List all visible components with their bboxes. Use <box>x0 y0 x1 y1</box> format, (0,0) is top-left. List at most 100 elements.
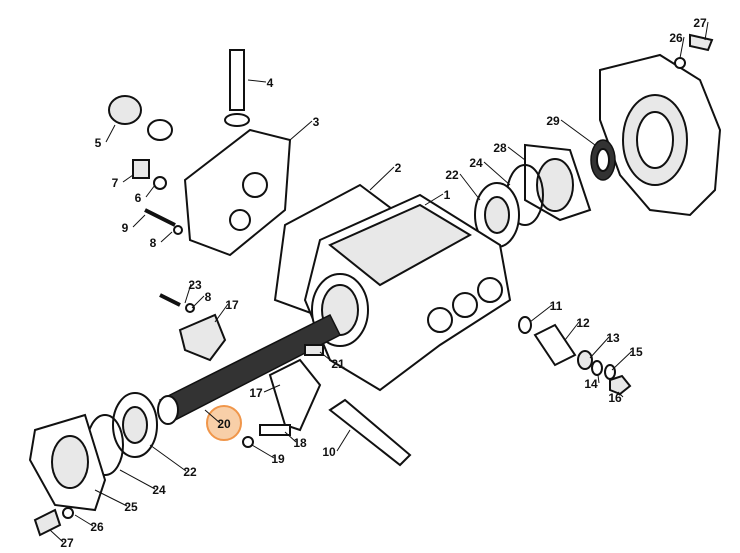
nut-16 <box>609 374 632 396</box>
leader-line <box>597 374 600 384</box>
callout-label-10: 10 <box>322 445 336 459</box>
washer-26-rear <box>674 57 686 69</box>
pin-21 <box>304 344 324 356</box>
leader-line <box>617 391 624 398</box>
callout-label-24: 24 <box>152 483 166 497</box>
leader-line <box>145 184 156 198</box>
plug-7 <box>132 159 167 190</box>
callout-label-20: 20 <box>217 417 231 431</box>
callout-label-15: 15 <box>629 345 643 359</box>
leader-line <box>184 283 192 304</box>
callout-label-27: 27 <box>60 536 74 550</box>
callout-label-14: 14 <box>584 377 598 391</box>
rear-housing <box>599 53 722 217</box>
leader-line <box>49 529 64 543</box>
leader-line <box>369 166 395 191</box>
leader-line <box>319 351 335 364</box>
callout-label-26: 26 <box>90 520 104 534</box>
crankshaft-20 <box>157 313 342 425</box>
callout-label-18: 18 <box>293 436 307 450</box>
callout-label-4: 4 <box>267 76 274 90</box>
plug-5 <box>108 95 173 141</box>
leader-line <box>529 304 553 323</box>
callout-label-28: 28 <box>493 141 507 155</box>
rod-cap-17 <box>178 313 227 362</box>
washer-14 <box>591 360 603 376</box>
leader-line <box>263 384 281 393</box>
screw-27-front <box>33 508 62 537</box>
leader-line <box>560 119 596 146</box>
washer-26-front <box>62 507 74 519</box>
callout-label-11: 11 <box>550 299 563 313</box>
seal-29 <box>590 139 616 181</box>
callout-label-8: 8 <box>205 290 212 304</box>
callout-label-7: 7 <box>112 176 119 190</box>
leader-line <box>289 120 313 141</box>
leader-line <box>336 429 351 452</box>
seal-13 <box>577 350 593 370</box>
leader-line <box>214 303 229 323</box>
sleeve-12 <box>533 323 577 367</box>
ring-15 <box>604 364 616 380</box>
leader-line <box>483 161 511 186</box>
leader-line <box>160 231 173 243</box>
leader-line <box>424 193 444 206</box>
bearing-cover-28 <box>524 143 592 222</box>
leader-line <box>247 79 267 83</box>
con-rod-17 <box>268 358 322 432</box>
callout-label-13: 13 <box>606 331 620 345</box>
leader-line <box>589 336 610 359</box>
leader-line <box>679 36 685 59</box>
callout-label-27: 27 <box>693 16 707 30</box>
screw-9 <box>144 208 183 235</box>
screw-27-rear <box>689 33 714 52</box>
leader-line <box>122 174 134 183</box>
screw-23 <box>159 293 195 313</box>
callout-label-22: 22 <box>183 465 197 479</box>
bearing-cover-25 <box>28 413 107 512</box>
callout-label-2: 2 <box>395 161 402 175</box>
pin-18 <box>259 424 291 436</box>
leader-line <box>105 124 116 143</box>
leader-line <box>204 409 221 424</box>
callout-label-26: 26 <box>669 31 683 45</box>
callout-label-17: 17 <box>225 298 239 312</box>
cover-3 <box>183 128 292 257</box>
bearing-22-front <box>112 392 158 458</box>
callout-label-1: 1 <box>444 188 451 202</box>
leader-line <box>132 214 146 228</box>
callout-label-21: 21 <box>331 357 345 371</box>
callout-label-3: 3 <box>313 115 320 129</box>
leader-line <box>74 514 94 527</box>
leader-line <box>564 321 580 341</box>
callout-label-6: 6 <box>135 191 142 205</box>
bearing-22-rear <box>474 182 520 248</box>
leader-line <box>119 469 156 490</box>
callout-label-19: 19 <box>271 452 285 466</box>
ring-19 <box>242 436 254 448</box>
callout-label-24: 24 <box>469 156 483 170</box>
callout-label-17: 17 <box>249 386 263 400</box>
callout-label-16: 16 <box>608 391 622 405</box>
callout-label-5: 5 <box>95 136 102 150</box>
leader-line <box>704 21 709 41</box>
plunger-10 <box>328 398 412 467</box>
callout-label-29: 29 <box>546 114 560 128</box>
callout-label-9: 9 <box>122 221 129 235</box>
screw-4 <box>224 49 250 127</box>
callout-label-25: 25 <box>124 500 138 514</box>
leader-line <box>191 295 205 309</box>
leader-line <box>459 173 481 201</box>
leader-line <box>94 489 128 507</box>
leader-line <box>611 350 633 371</box>
leader-line <box>251 444 275 459</box>
highlight-circle <box>206 405 242 441</box>
leader-line <box>507 146 526 161</box>
leader-line <box>284 431 297 443</box>
leader-line <box>149 444 187 472</box>
washer-11 <box>518 316 532 334</box>
callout-label-12: 12 <box>576 316 590 330</box>
